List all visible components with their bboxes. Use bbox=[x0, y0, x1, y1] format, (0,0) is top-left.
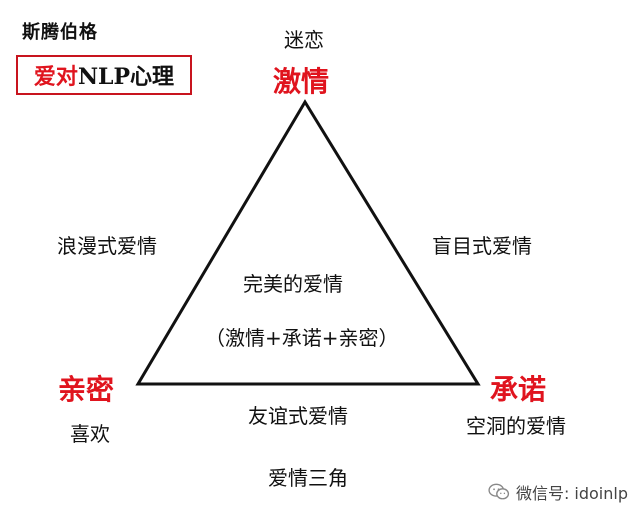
wechat-icon bbox=[488, 483, 510, 500]
wechat-watermark: 微信号: idoinlp bbox=[488, 480, 628, 504]
left-vertex-label: 亲密 bbox=[58, 373, 115, 406]
brand-box: 爱对 NLP心理 bbox=[16, 55, 192, 95]
top-vertex-sub: 迷恋 bbox=[284, 28, 324, 52]
top-vertex-label: 激情 bbox=[273, 65, 330, 98]
right-vertex-label: 承诺 bbox=[490, 373, 547, 406]
center-title: 完美的爱情 bbox=[243, 272, 343, 296]
brand-part-black: NLP心理 bbox=[77, 64, 175, 90]
author-name: 斯腾伯格 bbox=[22, 22, 98, 43]
right-vertex-sub: 空洞的爱情 bbox=[466, 414, 566, 438]
left-side-label: 浪漫式爱情 bbox=[57, 234, 157, 258]
bottom-side-label: 友谊式爱情 bbox=[248, 404, 348, 428]
wechat-id-text: 微信号: idoinlp bbox=[515, 484, 628, 503]
right-side-label: 盲目式爱情 bbox=[432, 234, 532, 258]
brand-part-red: 爱对 bbox=[33, 64, 78, 90]
triangle-outline bbox=[135, 99, 481, 386]
left-vertex-sub: 喜欢 bbox=[70, 422, 110, 446]
center-formula: （激情+承诺+亲密） bbox=[205, 326, 399, 350]
diagram-title: 爱情三角 bbox=[268, 466, 348, 490]
